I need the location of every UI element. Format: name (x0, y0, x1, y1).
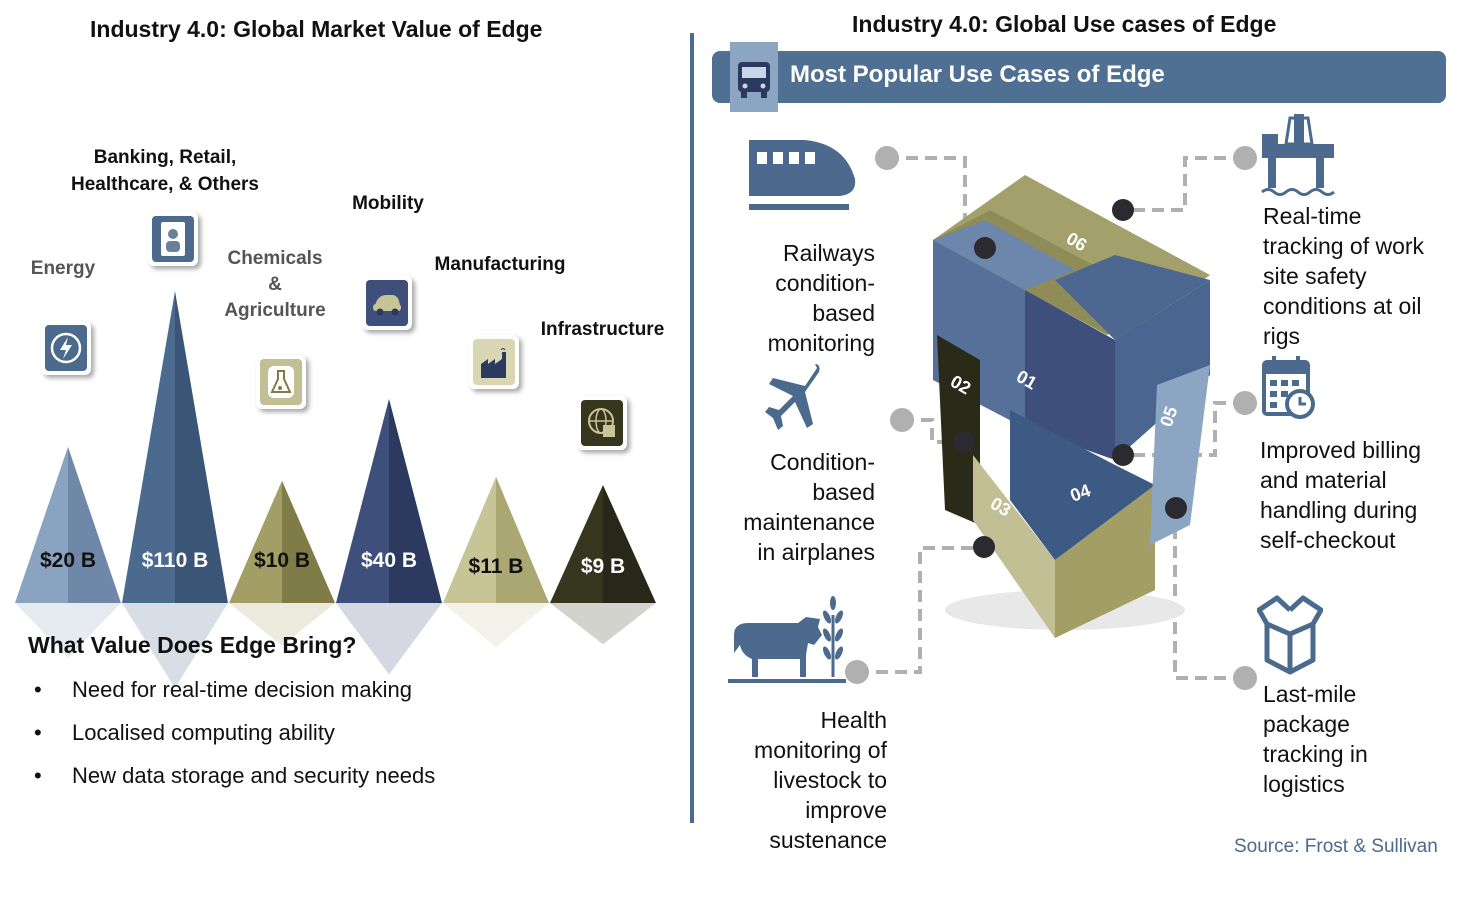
chart-bar-reflection (336, 603, 442, 675)
train-icon (749, 140, 856, 210)
infrastructure-icon-box (577, 396, 627, 450)
airplane-icon (765, 364, 820, 430)
chart-value-label: $10 B (254, 549, 310, 572)
oil-rig-icon (1261, 114, 1335, 196)
panel-divider (690, 33, 694, 823)
banking-icon-box (148, 212, 198, 266)
chart-bar-right-face (603, 485, 656, 603)
cow-wheat-icon (728, 596, 846, 683)
category-label-infrastructure: Infrastructure (540, 319, 665, 340)
chart-bar-left-face (443, 476, 496, 603)
bullet-item: Need for real-time decision making (30, 675, 435, 718)
right-title: Industry 4.0: Global Use cases of Edge (852, 11, 1277, 37)
connector-dots (845, 146, 1257, 690)
chart-bar-left-face (15, 446, 68, 603)
use-case-self-checkout: Improved billing and material handling d… (1260, 437, 1422, 553)
connector-lines (857, 156, 1245, 680)
mobility-icon-box (362, 276, 412, 330)
connector-dot (875, 146, 899, 170)
cube-face-05 (1150, 365, 1210, 545)
left-title: Industry 4.0: Global Market Value of Edg… (90, 16, 543, 42)
source-note: Source: Frost & Sullivan (1234, 836, 1438, 857)
use-cases-banner (712, 51, 1446, 103)
chart-bar-right-face (68, 446, 121, 603)
use-case-railways: Railways condition- based monitoring (767, 240, 875, 356)
cube-face-02 (937, 335, 980, 525)
chemicals-icon-box (256, 355, 306, 409)
category-label-mobility: Mobility (352, 193, 424, 214)
chart-bar-left-face (550, 485, 603, 603)
banner-title: Most Popular Use Cases of Edge (790, 61, 1165, 88)
flask-icon (260, 359, 302, 405)
globe-building-icon (581, 400, 623, 446)
chart-bar: $11 B (443, 476, 549, 648)
chart-bar-right-face (175, 291, 228, 603)
car-icon (366, 280, 408, 326)
box-icon (1257, 595, 1323, 675)
connector-dot (1233, 666, 1257, 690)
use-case-cube: 06 01 02 03 04 05 (933, 175, 1210, 638)
chart-value-label: $40 B (361, 549, 417, 572)
category-label-manufacturing: Manufacturing (434, 254, 566, 275)
chart-bar-left-face (336, 398, 389, 603)
connector-dot (890, 408, 914, 432)
chart-bar-right-face (496, 476, 549, 603)
chart-bar: $110 B (122, 291, 228, 688)
chart-bar-right-face (389, 398, 442, 603)
category-label-chemicals: Chemicals & Agriculture (224, 248, 326, 321)
use-case-oil-rigs: Real-time tracking of work site safety c… (1263, 203, 1425, 349)
connector-dot (845, 660, 869, 684)
chart-bar-reflection (15, 603, 121, 658)
truck-icon-box (730, 42, 778, 112)
category-label-banking: Banking, Retail, Healthcare, & Others (71, 147, 259, 195)
use-case-logistics: Last-mile package tracking in logistics (1263, 681, 1368, 797)
chart-bar-left-face (122, 291, 175, 603)
lightning-icon (45, 325, 87, 371)
factory-icon (473, 339, 515, 385)
connector-dot (1233, 146, 1257, 170)
chart-bar-reflection (229, 603, 335, 646)
market-value-chart: $20 B $110 B $10 B $40 B $11 B $9 B (15, 291, 656, 688)
person-card-icon (152, 216, 194, 262)
chart-bar-reflection (443, 603, 549, 648)
bullet-item: New data storage and security needs (30, 761, 435, 804)
cube-face-04 (1010, 410, 1155, 560)
manufacturing-icon-box (469, 335, 519, 389)
chart-value-label: $20 B (40, 549, 96, 572)
chart-bar: $40 B (336, 398, 442, 675)
energy-icon-box (41, 321, 91, 375)
chart-bar-right-face (282, 480, 335, 603)
use-case-airplanes: Condition- based maintenance in airplane… (743, 449, 875, 565)
chart-bar-left-face (229, 480, 282, 603)
value-heading: What Value Does Edge Bring? (28, 632, 357, 658)
chart-bar: $20 B (15, 446, 121, 658)
connector-dot (1233, 391, 1257, 415)
calendar-clock-icon (1262, 356, 1315, 419)
chart-bar: $9 B (550, 485, 656, 645)
cube-face-03 (973, 455, 1055, 638)
chart-value-label: $11 B (469, 555, 524, 578)
chart-value-label: $9 B (581, 555, 625, 578)
category-label-energy: Energy (30, 258, 96, 279)
chart-value-label: $110 B (142, 549, 209, 572)
truck-icon (738, 62, 770, 98)
chart-bar-reflection (122, 603, 228, 688)
chart-bar-reflection (550, 603, 656, 645)
bullet-item: Localised computing ability (30, 718, 435, 761)
use-case-livestock: Health monitoring of livestock to improv… (754, 707, 887, 853)
chart-bar: $10 B (229, 480, 335, 646)
value-bullet-list: Need for real-time decision making Local… (30, 675, 435, 804)
